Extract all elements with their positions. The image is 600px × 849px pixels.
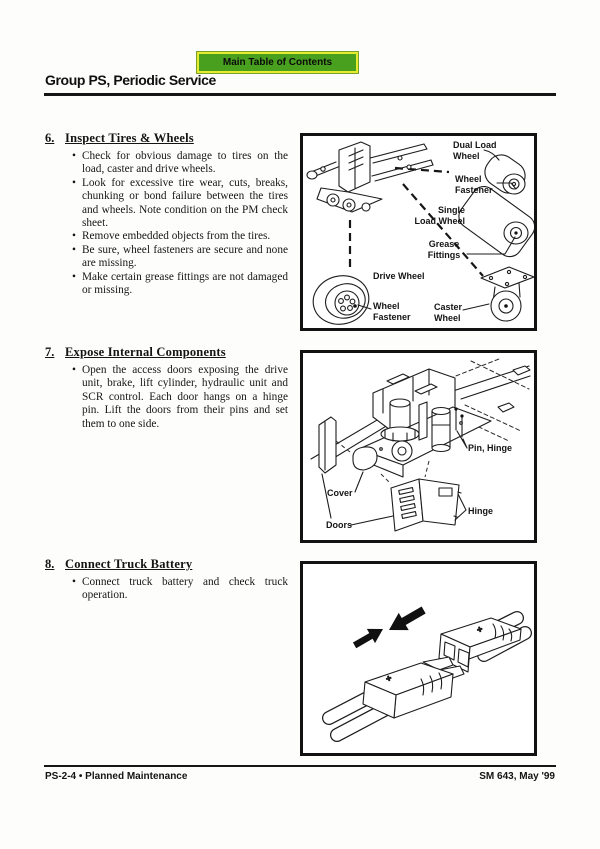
figure-tires-wheels: Dual Load Wheel Wheel Fastener Single Lo… [300,133,537,331]
bullet-item: Open the access doors exposing the drive… [72,364,288,431]
section-title: Connect Truck Battery [65,557,193,571]
footer-rule [44,765,556,767]
section-number: 7. [45,345,55,359]
main-toc-button[interactable]: Main Table of Contents [197,52,358,73]
bullet-list: Open the access doors exposing the drive… [45,364,288,431]
section-expose-internal: 7. Expose Internal Components Open the ac… [45,345,288,431]
label-wheel-fastener-bottom: Wheel Fastener [373,301,411,322]
plus-mark-left: + [385,673,393,684]
internal-components-illustration [310,358,531,532]
section-heading: 7. Expose Internal Components [45,345,288,360]
section-title: Expose Internal Components [65,345,226,359]
label-dual-load-wheel: Dual Load Wheel [453,140,497,161]
section-number: 6. [45,131,55,145]
figure-battery-connectors: + + [300,561,537,756]
tires-wheels-illustration [306,141,534,325]
bullet-item: Make certain grease fittings are not dam… [72,271,288,298]
bullet-list: Check for obvious damage to tires on the… [45,150,288,297]
bullet-item: Remove embedded objects from the tires. [72,230,288,244]
connect-arrow-small [352,628,383,649]
bullet-item: Check for obvious damage to tires on the… [72,150,288,177]
header-rule [44,93,556,96]
section-title: Inspect Tires & Wheels [65,131,194,145]
section-inspect-tires: 6. Inspect Tires & Wheels Check for obvio… [45,131,288,297]
label-hinge: Hinge [468,506,494,516]
label-doors: Doors [326,520,353,530]
footer-page-id: PS-2-4 • Planned Maintenance [45,771,188,782]
label-wheel-fastener-top: Wheel Fastener [455,174,493,195]
bullet-item: Look for excessive tire wear, cuts, brea… [72,177,288,231]
plus-mark-right: + [476,624,484,635]
label-caster-wheel: Caster Wheel [434,302,463,323]
section-number: 8. [45,557,55,571]
bullet-list: Connect truck battery and check truck op… [45,576,288,603]
section-heading: 6. Inspect Tires & Wheels [45,131,288,146]
connect-arrow-large [389,606,426,631]
label-single-load-wheel: Single Load Wheel [414,205,465,226]
battery-connectors-illustration: + + [322,606,532,742]
label-pin-hinge: Pin, Hinge [468,443,513,453]
footer-doc-id: SM 643, May '99 [479,771,555,782]
page-title: Group PS, Periodic Service [45,72,216,88]
figure-internal-components: Pin, Hinge Cover Doors Hinge [300,350,537,543]
label-drive-wheel: Drive Wheel [373,271,425,281]
label-cover: Cover [327,488,353,498]
section-connect-battery: 8. Connect Truck Battery Connect truck ba… [45,557,288,603]
bullet-item: Connect truck battery and check truck op… [72,576,288,603]
bullet-item: Be sure, wheel fasteners are secure and … [72,244,288,271]
section-heading: 8. Connect Truck Battery [45,557,288,572]
label-grease-fittings: Grease Fittings [427,239,461,260]
